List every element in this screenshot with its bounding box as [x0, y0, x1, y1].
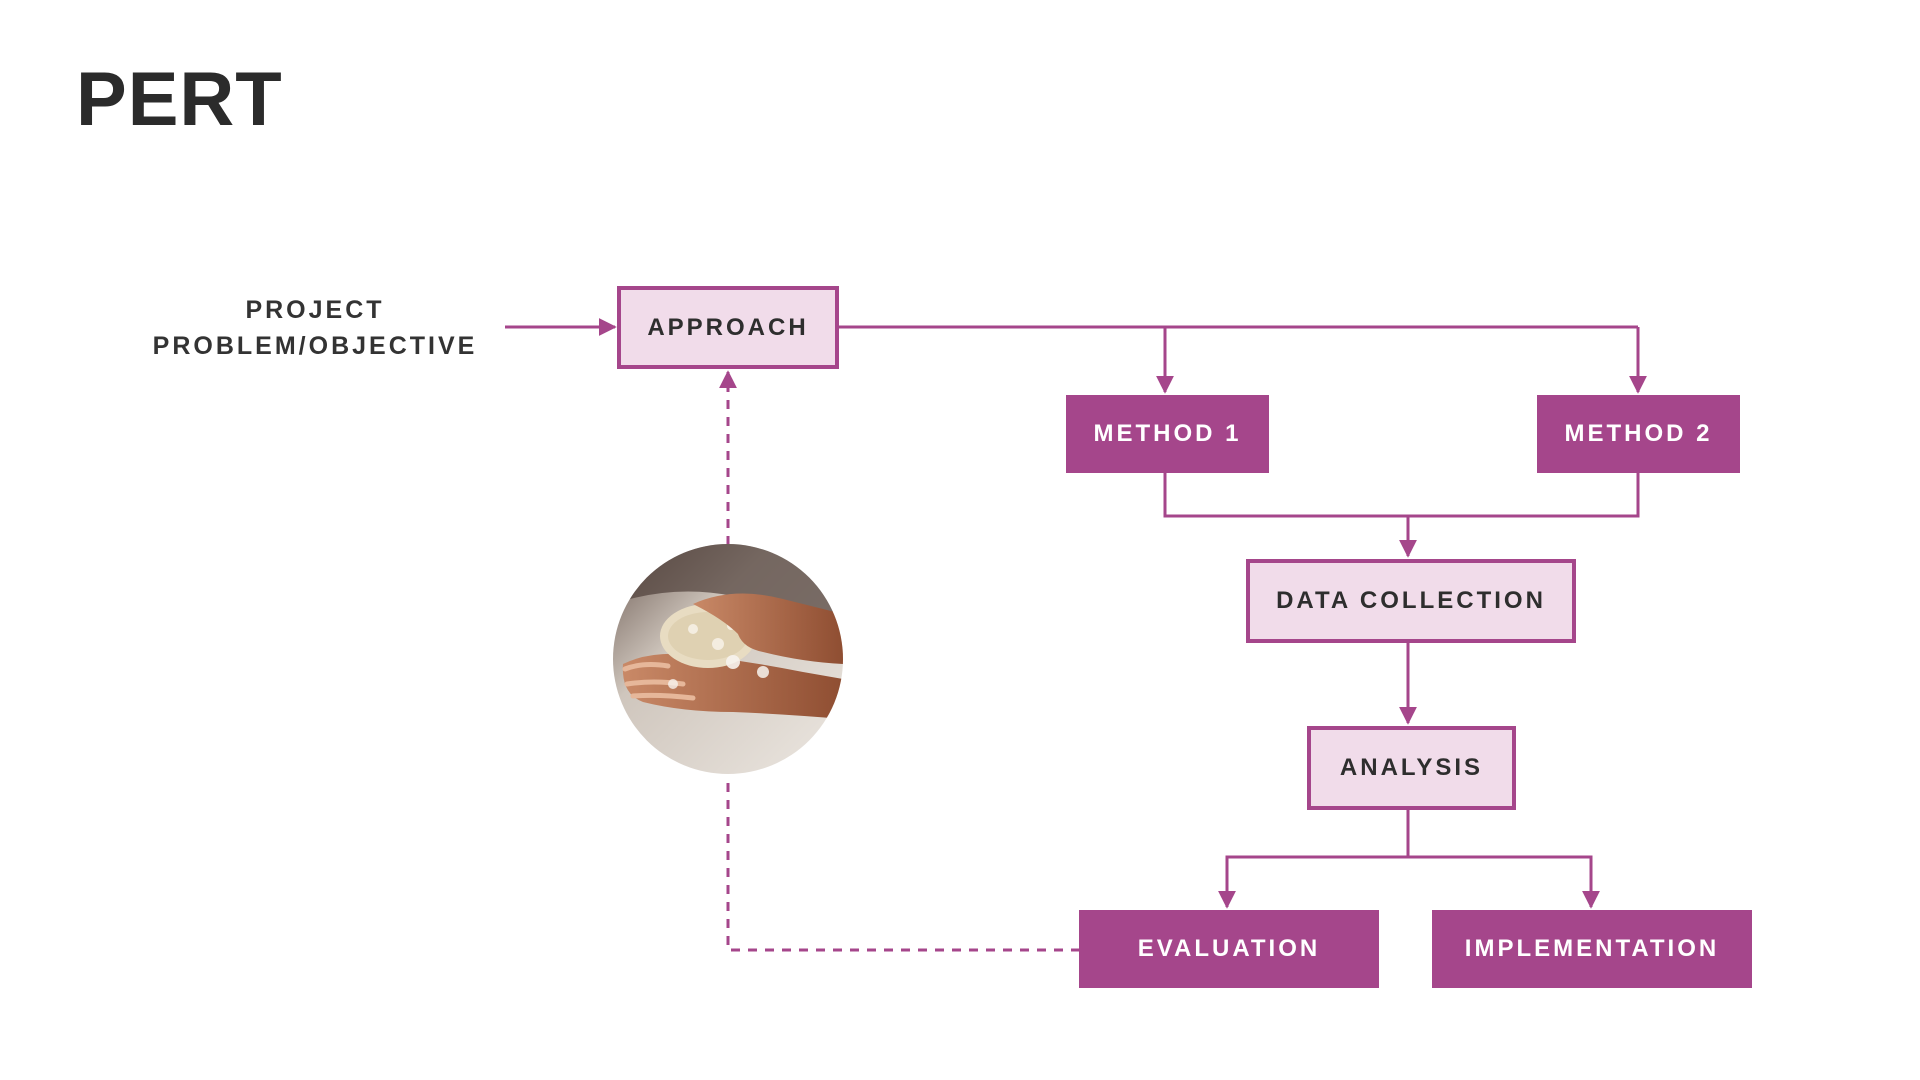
hand-washing-photo [613, 544, 843, 774]
input-label-line1: PROJECT [245, 296, 385, 324]
node-implementation: IMPLEMENTATION [1432, 910, 1752, 988]
connector-analysis-split [1225, 855, 1593, 906]
photo-illustration [613, 544, 843, 774]
node-method-2: METHOD 2 [1537, 395, 1740, 473]
input-label-line2: PROBLEM/OBJECTIVE [152, 332, 478, 360]
node-evaluation: EVALUATION [1079, 910, 1379, 988]
project-input-label: PROJECT PROBLEM/OBJECTIVE [140, 292, 490, 364]
page-title: PERT [76, 57, 283, 142]
node-analysis: ANALYSIS [1307, 726, 1516, 810]
node-method-1: METHOD 1 [1066, 395, 1269, 473]
node-data-collection: DATA COLLECTION [1246, 559, 1576, 643]
connector-methods-merge [1163, 472, 1640, 518]
node-approach: APPROACH [617, 286, 839, 369]
feedback-loop-dashed [726, 780, 1080, 952]
